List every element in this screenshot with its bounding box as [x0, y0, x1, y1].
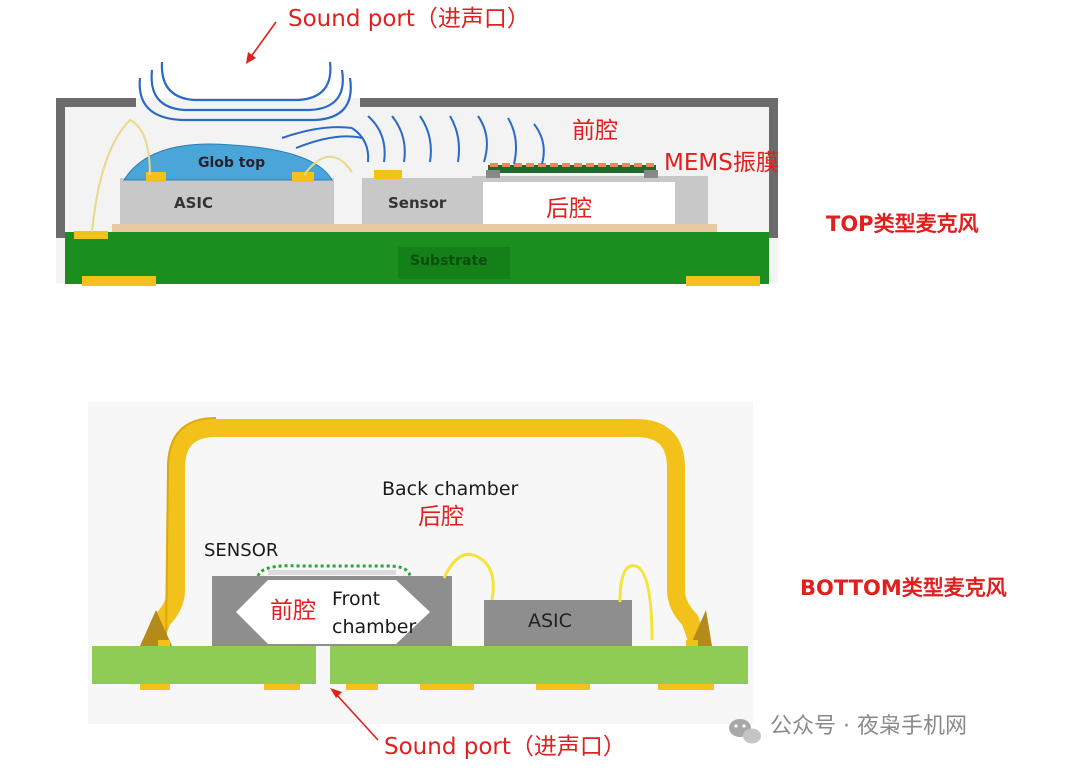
top-mems-clamp-left — [486, 170, 500, 178]
top-asic-die — [120, 178, 334, 224]
bottom-front-chamber-cn-label: 前腔 — [270, 598, 316, 624]
bottom-sensor-diaphragm-bar — [268, 570, 396, 575]
top-sensor-die — [362, 178, 472, 224]
bottom-asic-label: ASIC — [528, 610, 572, 632]
bottom-front-chamber — [236, 580, 430, 644]
top-type-label: TOP类型麦克风 — [826, 212, 979, 236]
bottom-sensor-label: SENSOR — [204, 540, 279, 561]
bottom-front-chamber-en-label-2: chamber — [332, 616, 417, 638]
bottom-bond-wire-2 — [618, 564, 654, 641]
top-pad-left — [82, 276, 156, 286]
top-substrate-label-box — [398, 247, 510, 279]
bottom-sound-port-arrow — [330, 688, 379, 741]
bottom-gold-lid-shadow — [165, 417, 217, 641]
watermark-text: 公众号 · 夜枭手机网 — [770, 714, 967, 739]
bottom-back-chamber-cn-label: 后腔 — [418, 504, 464, 530]
bottom-gold-lid — [143, 419, 709, 652]
bottom-back-chamber-en-label: Back chamber — [382, 478, 519, 500]
bottom-solder-right — [690, 610, 712, 646]
bottom-sound-port-label: Sound port（进声口） — [384, 734, 626, 760]
top-mems-diaphragm — [488, 165, 656, 173]
top-sound-port-label: Sound port（进声口） — [288, 6, 530, 32]
top-bond-wire-right — [303, 155, 353, 176]
top-asic-pad-right — [292, 172, 314, 182]
top-sound-waves-inside — [281, 115, 545, 165]
top-metal-can — [56, 98, 778, 238]
wechat-icon — [729, 719, 761, 744]
top-pad-bond-left — [74, 231, 108, 239]
bottom-pcb-pads — [140, 640, 714, 690]
bottom-pcb-right — [330, 646, 748, 684]
top-glob-top-label: Glob top — [198, 155, 266, 171]
bottom-solder-left — [140, 610, 172, 646]
bottom-pcb-left — [92, 646, 316, 684]
top-die-attach — [112, 224, 717, 232]
top-mems-clamp-right — [644, 170, 658, 178]
top-mems-diaphragm-label: MEMS振膜 — [664, 150, 779, 176]
top-sensor-label: Sensor — [388, 194, 447, 212]
top-sensor-pad — [374, 170, 402, 179]
top-asic-label: ASIC — [174, 194, 214, 212]
bottom-type-label: BOTTOM类型麦克风 — [800, 576, 1007, 600]
top-front-chamber-label: 前腔 — [572, 118, 618, 144]
bottom-asic-die — [484, 600, 632, 646]
top-pad-right — [686, 276, 760, 286]
top-substrate-label: Substrate — [410, 253, 488, 269]
top-sound-waves-outside — [138, 61, 352, 122]
bottom-sensor-diaphragm — [256, 564, 412, 577]
top-back-chamber-label: 后腔 — [546, 196, 592, 222]
top-bond-wire-left — [91, 118, 151, 233]
bottom-front-chamber-en-label-1: Front — [332, 588, 381, 610]
top-sound-port-arrow — [246, 21, 277, 64]
top-glob-top — [123, 143, 333, 181]
top-asic-pad-left — [146, 172, 166, 182]
bottom-bond-wire-1 — [442, 552, 495, 601]
top-back-chamber — [483, 182, 675, 224]
top-mems-backplate — [490, 163, 654, 167]
